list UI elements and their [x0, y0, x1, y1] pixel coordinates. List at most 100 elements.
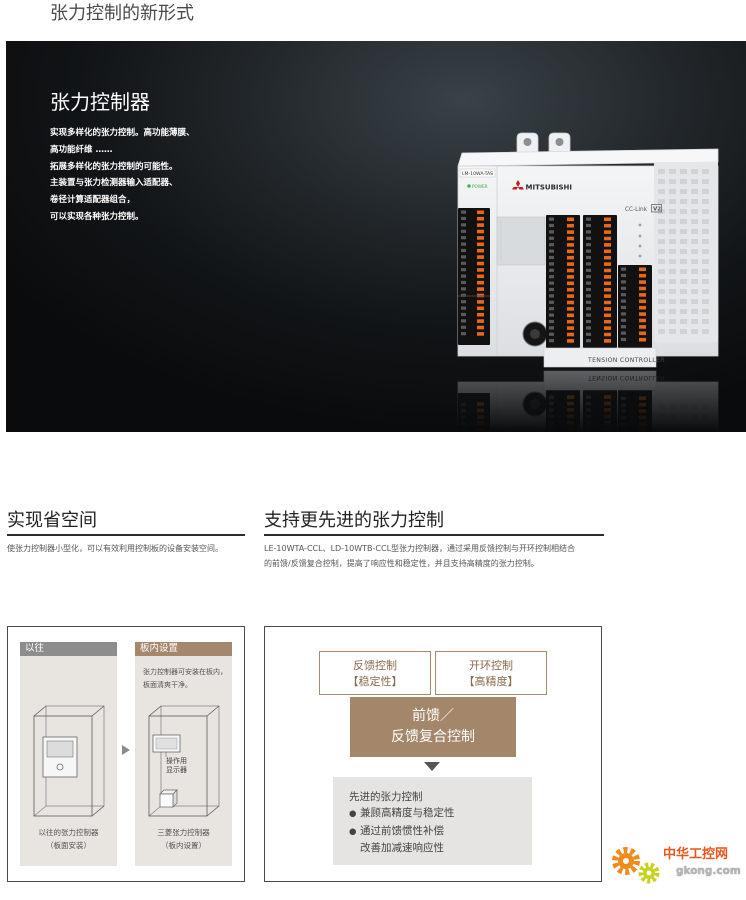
terminal-clip — [461, 210, 466, 214]
terminal-pin — [604, 230, 611, 234]
terminal-clip — [461, 216, 466, 221]
vent-slot — [658, 249, 665, 254]
vent-slot — [702, 289, 709, 294]
terminal-clip — [586, 307, 591, 311]
terminal-pin — [604, 223, 611, 228]
terminal-clip — [621, 280, 626, 284]
banner-line: 卷径计算适配器组合， — [50, 195, 136, 206]
terminal-clip — [461, 319, 466, 323]
vent-slot — [669, 179, 676, 184]
vent-slot — [669, 219, 676, 224]
terminal-clip — [549, 268, 554, 272]
terminal-clip — [461, 280, 466, 285]
desc-line: 的前馈/反馈复合控制，提高了响应性和稳定性，并且支持高精度的张力控制。 — [264, 559, 539, 568]
caption-line: 以往的张力控制器 — [38, 828, 99, 837]
terminal-clip — [586, 332, 591, 336]
vent-slot — [702, 239, 709, 244]
display-label-line: 操作用 — [166, 757, 187, 765]
terminal-clip — [549, 287, 554, 292]
after-panel-header: 板内设置 — [135, 642, 232, 656]
terminal-clip — [461, 287, 466, 291]
terminal-pin — [477, 229, 484, 234]
terminal-clip — [586, 236, 591, 240]
display-label-line: 显示器 — [166, 766, 187, 774]
terminal-clip — [461, 229, 466, 233]
terminal-pin — [604, 236, 611, 241]
vent-slot — [658, 189, 665, 194]
gear-hole — [623, 858, 629, 864]
terminal-pin — [477, 280, 484, 285]
terminal-clip — [586, 319, 591, 324]
before-panel-header: 以往 — [20, 642, 117, 656]
terminal-pin — [567, 287, 574, 292]
terminal-clip — [549, 319, 554, 324]
terminal-clip — [461, 261, 466, 265]
terminal-pin — [604, 319, 611, 324]
vent-slot — [669, 329, 676, 334]
section-title-space-saving: 实现省空间 — [7, 510, 97, 531]
terminal-pin — [567, 294, 574, 298]
terminal-pin — [567, 281, 574, 286]
note-line: 板面清爽干净。 — [143, 681, 192, 689]
vent-slot — [680, 329, 687, 334]
terminal-clip — [586, 287, 591, 292]
section-underline — [264, 534, 604, 536]
desc-line: LE-10WTA-CCL、LD-10WTB-CCL型张力控制器，通过采用反馈控制… — [264, 544, 576, 553]
terminal-pin — [477, 325, 484, 330]
terminal-pin — [639, 267, 646, 272]
feedback-control-title: 反馈控制 — [353, 659, 397, 672]
terminal-pin — [604, 313, 611, 318]
terminal-clip — [461, 332, 466, 336]
terminal-pin — [604, 281, 611, 286]
open-loop-control-box: 开环控制 【高精度】 — [435, 651, 547, 695]
terminal-clip — [549, 294, 554, 298]
vent-slot — [691, 289, 698, 294]
terminal-pin — [604, 268, 611, 273]
terminal-clip — [549, 307, 554, 311]
status-led — [638, 254, 642, 258]
terminal-clip — [549, 300, 554, 304]
terminal-pin — [567, 255, 574, 260]
vent-slot — [658, 309, 665, 314]
vent-slot — [669, 299, 676, 304]
banner-line: 实现多样化的张力控制。高功能薄膜、 — [50, 128, 195, 138]
vent-slot — [680, 249, 687, 254]
terminal-clip — [586, 281, 591, 285]
terminal-clip — [549, 275, 554, 279]
terminal-clip — [549, 236, 554, 240]
network-version: V2 — [653, 207, 661, 213]
bullet-icon: ● — [349, 809, 357, 820]
terminal-pin — [477, 332, 484, 336]
result-bullet-text: 通过前馈惯性补偿 — [360, 824, 444, 837]
vent-slot — [702, 219, 709, 224]
gear-teeth — [638, 862, 660, 884]
terminal-clip — [586, 294, 591, 298]
terminal-clip — [461, 300, 466, 304]
feedback-control-box: 反馈控制 【稳定性】 — [319, 651, 431, 695]
terminal-clip — [549, 249, 554, 253]
model-label-plate — [459, 168, 496, 178]
vent-slot — [658, 169, 665, 174]
vent-slot — [680, 229, 687, 234]
before-panel: 以往 以往的张力控制器 （板面安装） — [20, 642, 117, 866]
section-desc-space-saving: 使张力控制器小型化，可以有效利用控制板的设备安装空间。 — [7, 541, 223, 556]
vent-slot — [669, 239, 676, 244]
terminal-pin — [477, 300, 484, 304]
terminal-pin — [639, 273, 646, 278]
panel-mount-cabinet-drawing — [33, 705, 105, 817]
terminal-clip — [461, 274, 466, 278]
vent-slot — [658, 239, 665, 244]
vent-slot — [680, 279, 687, 284]
terminal-pin — [567, 332, 574, 337]
terminal-pin — [567, 300, 574, 305]
result-continuation: 改善加减速响应性 — [360, 841, 444, 854]
vent-slot — [669, 169, 676, 174]
terminal-pin — [604, 300, 611, 305]
terminal-clip — [621, 286, 626, 290]
vent-slot — [691, 319, 698, 324]
vent-slot — [691, 229, 698, 234]
vent-slot — [691, 279, 698, 284]
vent-slot — [658, 259, 665, 264]
vent-slot — [680, 219, 687, 224]
terminal-pin — [477, 236, 484, 240]
